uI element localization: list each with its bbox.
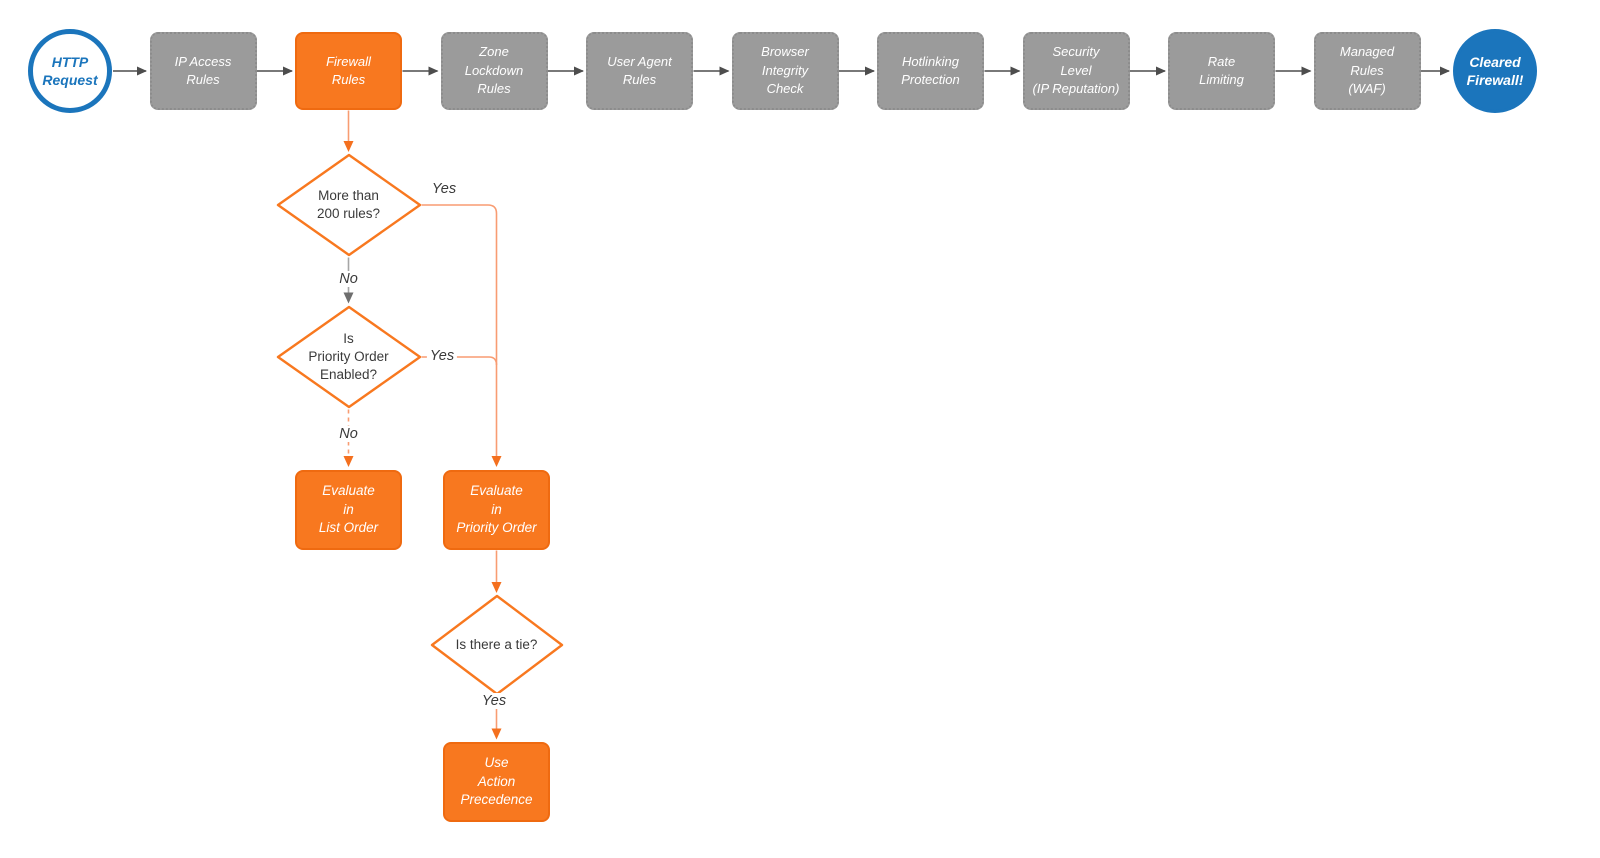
- node-label: Browser Integrity Check: [761, 44, 809, 97]
- node-firewall-rules: Firewall Rules: [295, 32, 402, 110]
- node-label: Firewall Rules: [326, 53, 371, 87]
- action-label: Evaluate in Priority Order: [456, 482, 537, 536]
- node-ip-access-rules: IP Access Rules: [149, 32, 257, 110]
- node-managed-rules-waf: Managed Rules (WAF): [1313, 32, 1421, 110]
- node-security-level: Security Level (IP Reputation): [1022, 32, 1130, 110]
- node-rate-limiting: Rate Limiting: [1168, 32, 1275, 110]
- node-label: IP Access Rules: [174, 53, 232, 87]
- decision-label: Is Priority Order Enabled?: [308, 330, 389, 383]
- node-label: Managed Rules (WAF): [1339, 44, 1395, 97]
- decision-priority-order-enabled: Is Priority Order Enabled?: [276, 305, 422, 409]
- action-label: Evaluate in List Order: [318, 482, 379, 536]
- edge-label-decision3-yes: Yes: [478, 693, 510, 709]
- decision-more-than-200-rules: More than 200 rules?: [276, 153, 422, 257]
- connector-decision2-yes-merge: [421, 356, 498, 366]
- node-hotlinking-protection: Hotlinking Protection: [877, 32, 984, 110]
- node-label: Cleared Firewall!: [1466, 53, 1524, 88]
- node-label: Hotlinking Protection: [901, 53, 960, 87]
- node-label: User Agent Rules: [607, 53, 672, 87]
- action-use-action-precedence: Use Action Precedence: [443, 742, 550, 822]
- node-label: Security Level (IP Reputation): [1032, 44, 1120, 97]
- node-http-request: HTTP Request: [28, 29, 112, 113]
- edge-label-decision1-yes: Yes: [428, 181, 460, 197]
- node-zone-lockdown-rules: Zone Lockdown Rules: [440, 32, 548, 110]
- decision-is-there-a-tie: Is there a tie?: [430, 594, 564, 696]
- node-cleared-firewall: Cleared Firewall!: [1453, 29, 1537, 113]
- node-browser-integrity-check: Browser Integrity Check: [731, 32, 839, 110]
- diamond-shape: [276, 305, 421, 409]
- edge-label-decision2-yes: Yes: [426, 348, 458, 364]
- action-label: Use Action Precedence: [460, 754, 533, 808]
- node-label: HTTP Request: [42, 53, 98, 88]
- action-evaluate-list-order: Evaluate in List Order: [295, 470, 402, 550]
- connector-decision1-yes-to-priority-order: [421, 204, 502, 467]
- node-user-agent-rules: User Agent Rules: [586, 32, 693, 110]
- decision-label: More than 200 rules?: [316, 187, 381, 221]
- node-label: Rate Limiting: [1199, 53, 1244, 87]
- diamond-shape: [276, 153, 421, 257]
- edge-label-decision2-no: No: [336, 426, 361, 442]
- action-evaluate-priority-order: Evaluate in Priority Order: [443, 470, 550, 550]
- decision-label: Is there a tie?: [455, 636, 538, 652]
- node-label: Zone Lockdown Rules: [464, 44, 524, 97]
- edge-label-decision1-no: No: [336, 271, 361, 287]
